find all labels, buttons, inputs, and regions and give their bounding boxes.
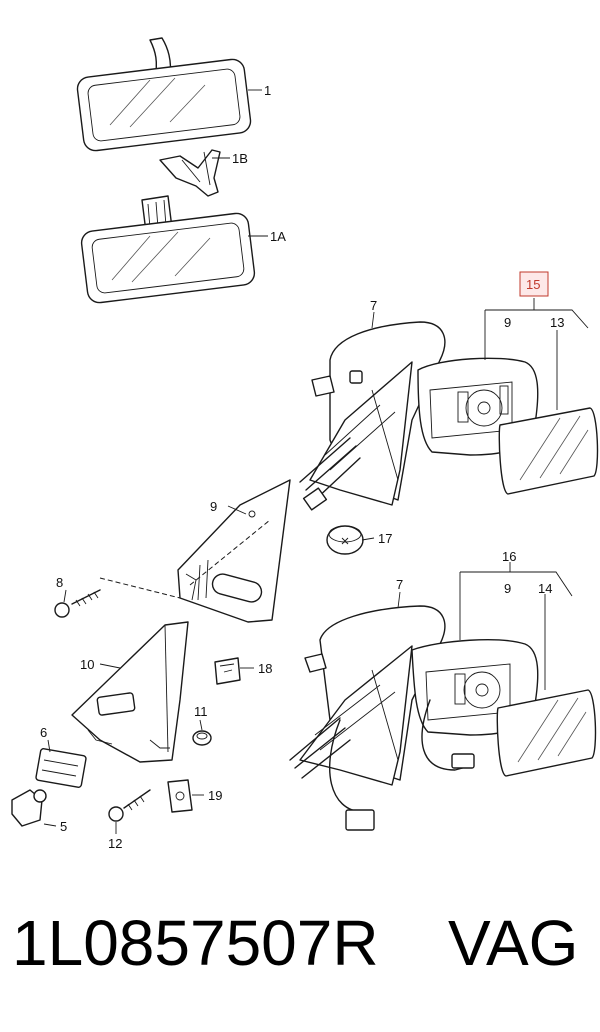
bracket-9 — [177, 479, 291, 623]
callout-5: 5 — [60, 819, 67, 834]
callout-9-lower: 9 — [504, 581, 511, 596]
callout-6: 6 — [40, 725, 47, 740]
callout-10: 10 — [80, 657, 94, 672]
rearview-mirror-1a — [80, 195, 256, 304]
callout-1a: 1A — [270, 229, 286, 244]
screw-8 — [54, 577, 181, 618]
knob-5 — [11, 789, 47, 827]
clip-18 — [214, 657, 241, 685]
brand-name: VAG — [448, 907, 579, 979]
callout-1b: 1B — [232, 151, 248, 166]
callout-labels: 1 1B 1A 7 15 9 13 9 17 16 7 9 14 8 10 18… — [40, 83, 564, 851]
callout-18: 18 — [258, 661, 272, 676]
callout-11: 11 — [194, 704, 208, 719]
callout-13: 13 — [550, 315, 564, 330]
callout-17: 17 — [378, 531, 392, 546]
callout-19: 19 — [208, 788, 222, 803]
rearview-mirror-1 — [76, 37, 252, 152]
grommet-11 — [192, 730, 212, 746]
callout-9-bracket: 9 — [210, 499, 217, 514]
callout-7-upper: 7 — [370, 298, 377, 313]
clip-1b — [159, 149, 221, 197]
pad-17 — [326, 525, 364, 555]
leader-lines — [43, 89, 589, 834]
trim-10 — [71, 621, 189, 763]
nut-plate-19 — [167, 779, 193, 813]
callout-15-box — [519, 271, 549, 297]
callout-9-upper: 9 — [504, 315, 511, 330]
part-number: 1L0857507R — [12, 907, 379, 979]
screw-12 — [108, 789, 151, 822]
callout-15: 15 — [526, 277, 540, 292]
callout-8: 8 — [56, 575, 63, 590]
footer: 1L0857507R VAG — [0, 896, 600, 996]
callout-1: 1 — [264, 83, 271, 98]
exploded-view-drawing: 1 1B 1A 7 15 9 13 9 17 16 7 9 14 8 10 18… — [11, 37, 599, 851]
outer-mirror-lower — [289, 605, 597, 831]
callout-14: 14 — [538, 581, 552, 596]
outer-mirror-upper — [299, 321, 599, 511]
clip-6 — [35, 748, 87, 788]
callout-7-lower: 7 — [396, 577, 403, 592]
callout-16: 16 — [502, 549, 516, 564]
callout-12: 12 — [108, 836, 122, 851]
